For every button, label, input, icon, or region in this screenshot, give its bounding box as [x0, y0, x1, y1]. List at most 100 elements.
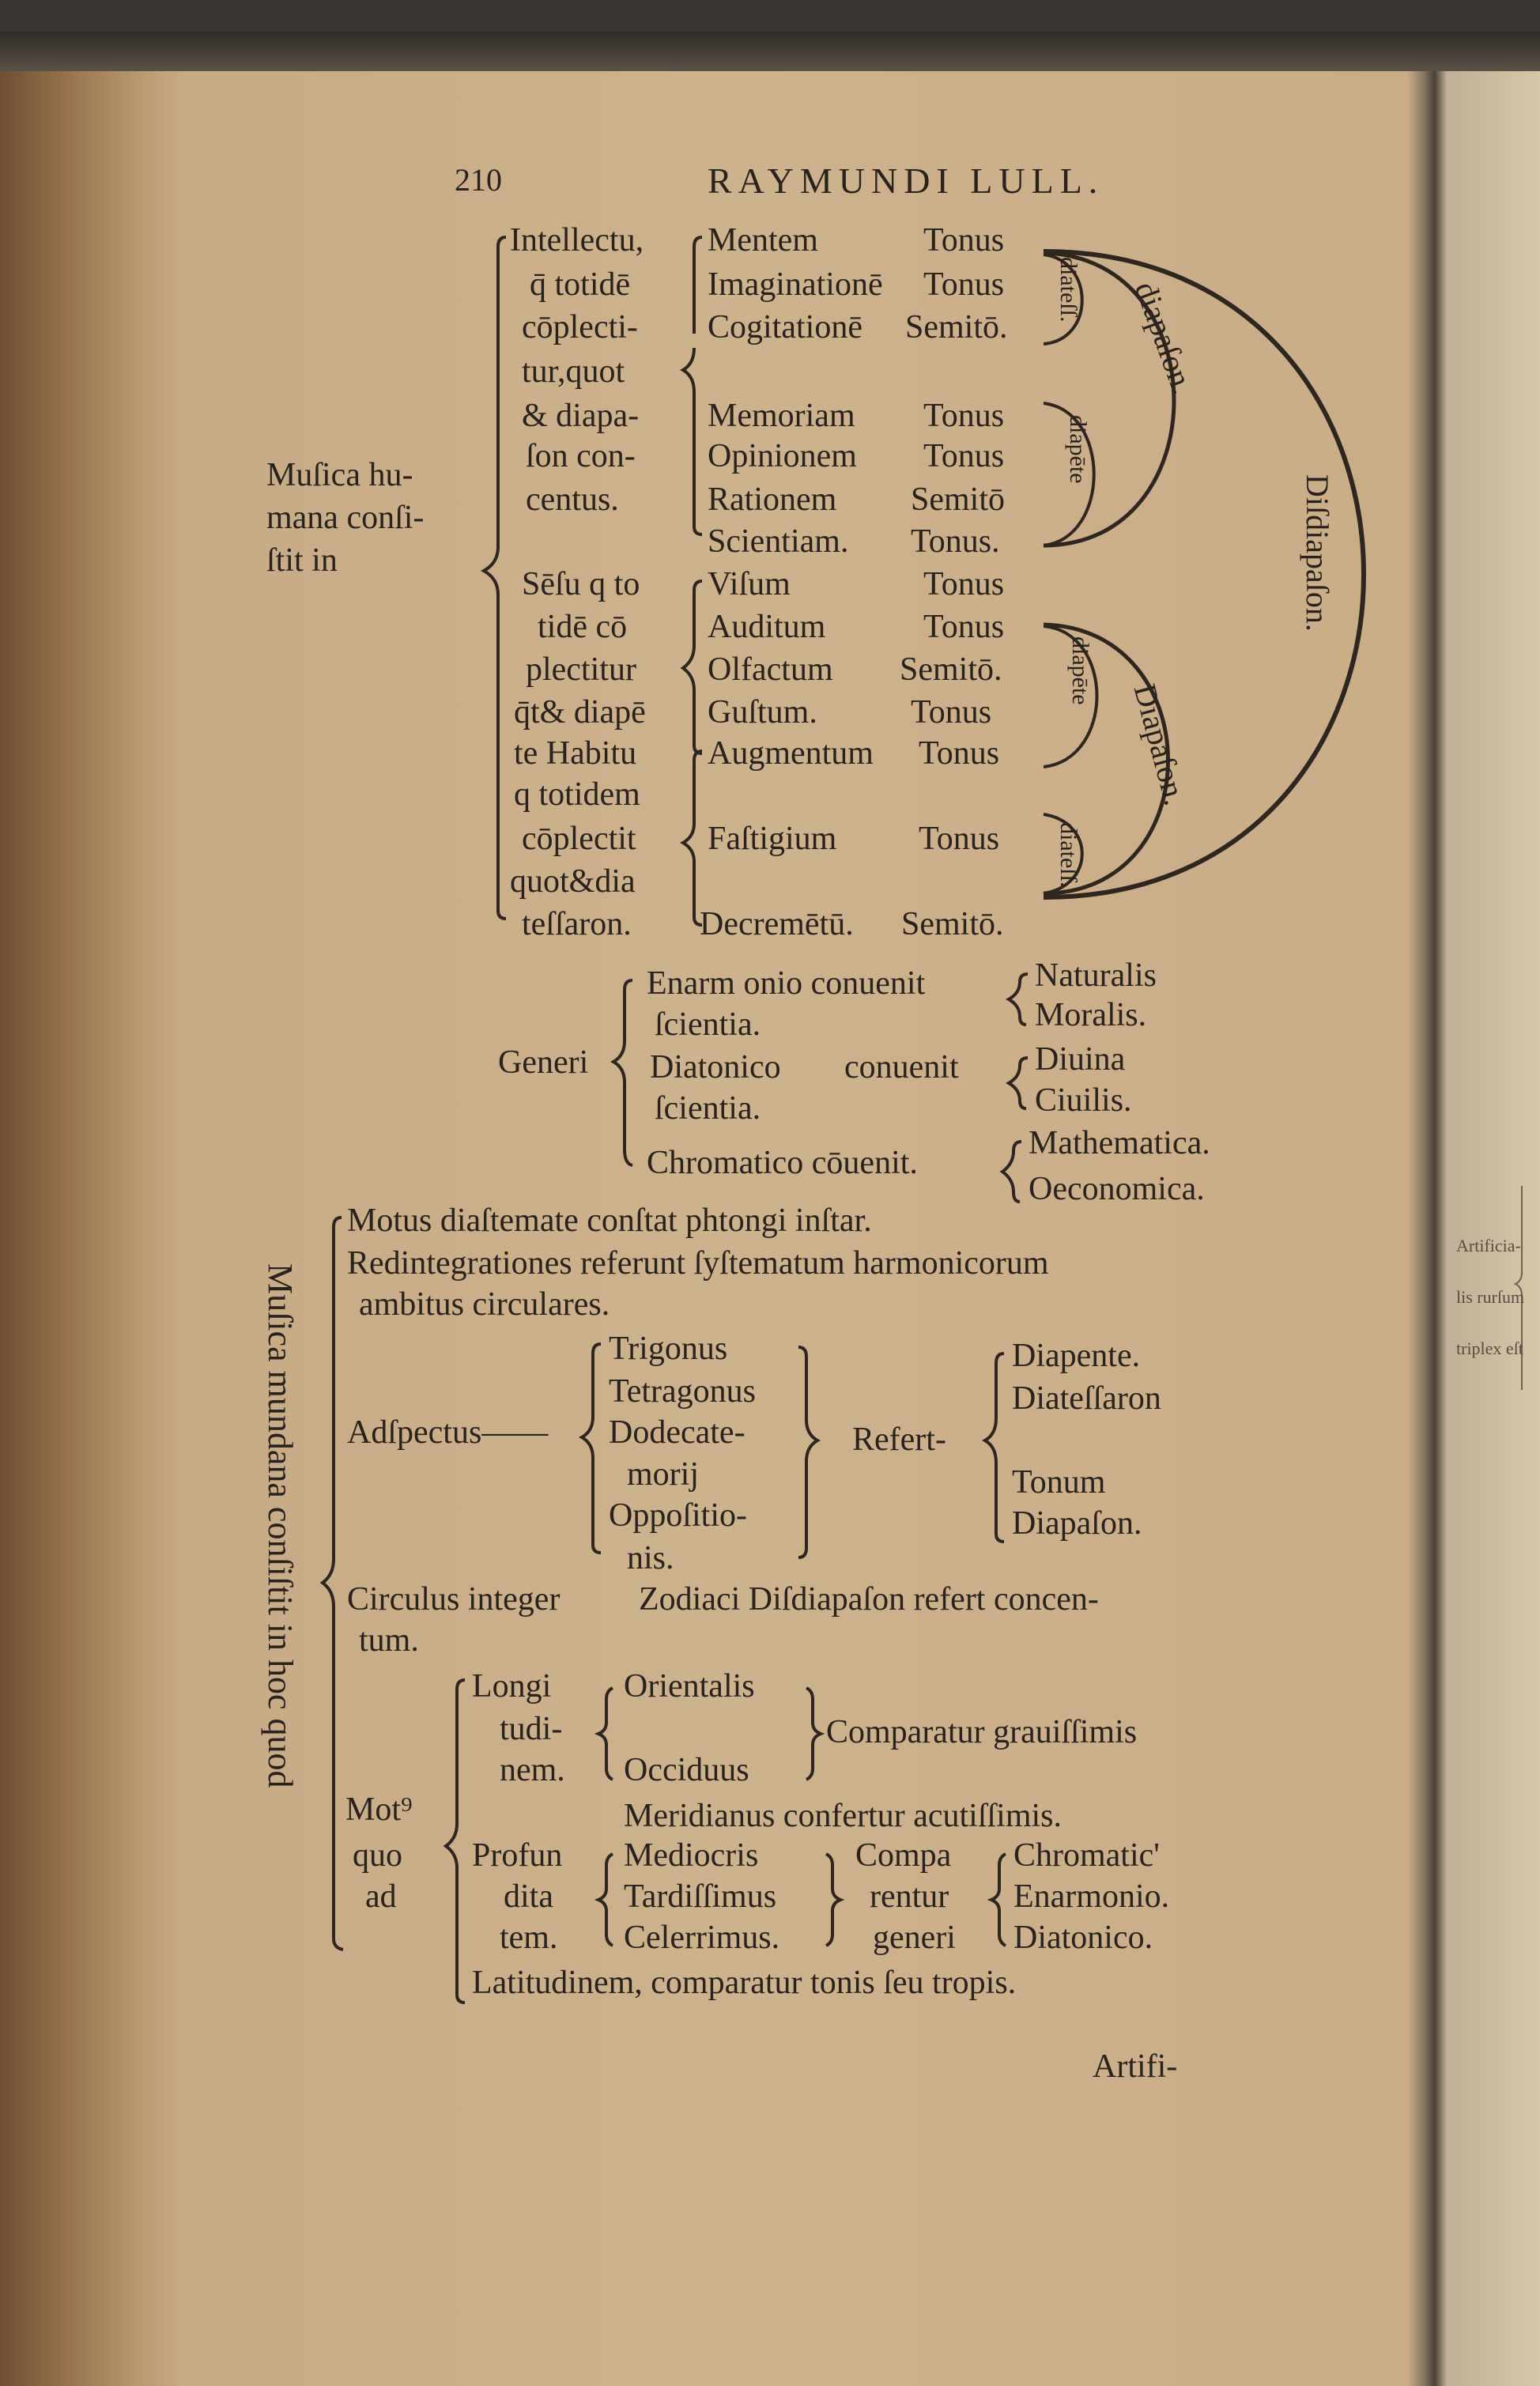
faculty: Auditum [708, 609, 826, 645]
comparentur: Compa [855, 1837, 952, 1874]
mundana-line: Redintegrationes referunt ſyſtematum har… [347, 1245, 1049, 1282]
intellectu-7: centus. [526, 481, 619, 518]
refert-item: Diapaſon. [1012, 1505, 1142, 1542]
humana-label-1: Muſica hu- [266, 457, 413, 493]
intellectu-6: ſon con- [526, 438, 636, 474]
interval: Tonus [923, 398, 1005, 434]
faculty: Rationem [708, 481, 837, 518]
sensu-2: tidē cō [538, 609, 628, 645]
interval: Semitō. [900, 651, 1002, 688]
sensu-1: Sēſu q to [522, 566, 640, 602]
adspectus-label: Adſpectus—— [347, 1414, 549, 1451]
faculty: Cogitationē [708, 309, 862, 345]
speed: Mediocris [624, 1837, 759, 1874]
aspect: nis. [627, 1540, 674, 1576]
interval: Tonus [911, 694, 992, 731]
brace-refert [981, 1352, 1005, 1543]
circulus: Circulus integer [347, 1581, 561, 1618]
sensu-4: q̄t& diapē [514, 694, 646, 731]
meridianus: Meridianus confertur acutiſſimis. [624, 1798, 1063, 1834]
brace-intellectu-top [693, 236, 703, 334]
comparentur: generi [873, 1920, 956, 1956]
faculty: Decremētū. [700, 906, 854, 942]
mundana-line: ambitus circulares. [359, 1286, 610, 1323]
faculty: Mentem [708, 222, 818, 259]
brace-intellectu [679, 347, 703, 536]
brace-humana [480, 236, 507, 920]
brace-profun-right [825, 1852, 845, 1947]
motus: Mot⁹ [345, 1791, 413, 1828]
generi-row: conuenit [844, 1049, 959, 1085]
brace-profun [594, 1852, 613, 1947]
facing-page-text: lis rurſum [1456, 1287, 1525, 1307]
generi-row: Enarm onio conuenit [647, 965, 926, 1002]
brace-mundana [319, 1216, 344, 1951]
generi-row: ſcientia. [655, 1090, 761, 1127]
generi-row: Chromatico cōuenit. [647, 1145, 918, 1181]
interval: Semitō [911, 481, 1006, 518]
speed: Celerrimus. [624, 1920, 780, 1956]
direction: Orientalis [624, 1668, 755, 1705]
mundana-label: Muſica mundana conſiſtit in hoc quod [261, 1263, 300, 1788]
speed: Tardiſſimus [624, 1878, 777, 1915]
refert-item: Tonum [1012, 1464, 1106, 1501]
arc-small-3 [1043, 625, 1099, 768]
sensu-5: te Habitu [514, 735, 637, 772]
facing-page-brace [1513, 1186, 1523, 1390]
longitudinem: nem. [500, 1752, 565, 1788]
direction: Occiduus [624, 1752, 749, 1788]
sensu-7: cōplectit [522, 821, 636, 857]
faculty: Scientiam. [708, 523, 849, 560]
humana-label-3: ſtit in [266, 542, 338, 579]
genus: Diatonico. [1013, 1920, 1153, 1956]
faculty: Imaginationē [708, 266, 883, 303]
interval: Semitō. [901, 906, 1004, 942]
brace-aspects [578, 1342, 602, 1554]
arc-small-1 [1043, 253, 1084, 345]
faculty: Viſum [708, 566, 791, 602]
faculty: Guſtum. [708, 694, 817, 731]
book-page [0, 71, 1540, 2386]
latitudinem: Latitudinem, comparatur tonis ſeu tropis… [472, 1965, 1017, 2001]
facing-page-text: triplex eſt [1456, 1338, 1523, 1358]
profunditatem: dita [504, 1878, 553, 1915]
longitudinem: Longi [472, 1668, 552, 1705]
faculty: Opinionem [708, 438, 857, 474]
sensu-9: teſſaron. [522, 906, 632, 942]
mundana-line: Motus diaſtemate conſtat phtongi inſtar. [347, 1202, 872, 1239]
circulus: tum. [359, 1622, 419, 1659]
brace-habitu [679, 749, 703, 927]
faculty: Augmentum [708, 735, 874, 772]
brace-generi [610, 979, 633, 1167]
faculty: Memoriam [708, 398, 855, 434]
interval: Tonus. [911, 523, 1000, 560]
intellectu-3: cōplecti- [522, 309, 638, 345]
brace-motus [443, 1678, 466, 2004]
aspect: Dodecate- [609, 1414, 745, 1451]
generi-row: Diatonico [650, 1049, 781, 1085]
sensu-8: quot&dia [510, 863, 636, 900]
facing-page-text: Artificia- [1456, 1236, 1521, 1255]
faculty: Faſtigium [708, 821, 837, 857]
profunditatem: tem. [500, 1920, 558, 1956]
catchword: Artifi- [1093, 2048, 1178, 2085]
arc-label-small-2: diapēte [1065, 415, 1091, 484]
sensu-6: q totidem [514, 776, 640, 813]
arc-label-outer: Diſdiapaſon. [1300, 474, 1335, 632]
brace-longi [594, 1686, 613, 1781]
profunditatem: Profun [472, 1837, 563, 1874]
intellectu-2: q̄ totidē [530, 266, 631, 303]
generi-target: Mathematica. [1029, 1125, 1210, 1161]
generi-target: Oeconomica. [1029, 1171, 1205, 1207]
generi-row: ſcientia. [655, 1006, 761, 1043]
interval: Tonus [923, 222, 1005, 259]
brace-aspects-right [798, 1346, 821, 1559]
brace-mathematica [999, 1140, 1022, 1203]
interval: Tonus [919, 735, 1000, 772]
refert-item: Diateſſaron [1012, 1380, 1161, 1417]
humana-label-2: mana conſi- [266, 500, 425, 536]
interval: Tonus [923, 609, 1005, 645]
motus: ad [365, 1878, 397, 1915]
interval: Tonus [923, 566, 1005, 602]
